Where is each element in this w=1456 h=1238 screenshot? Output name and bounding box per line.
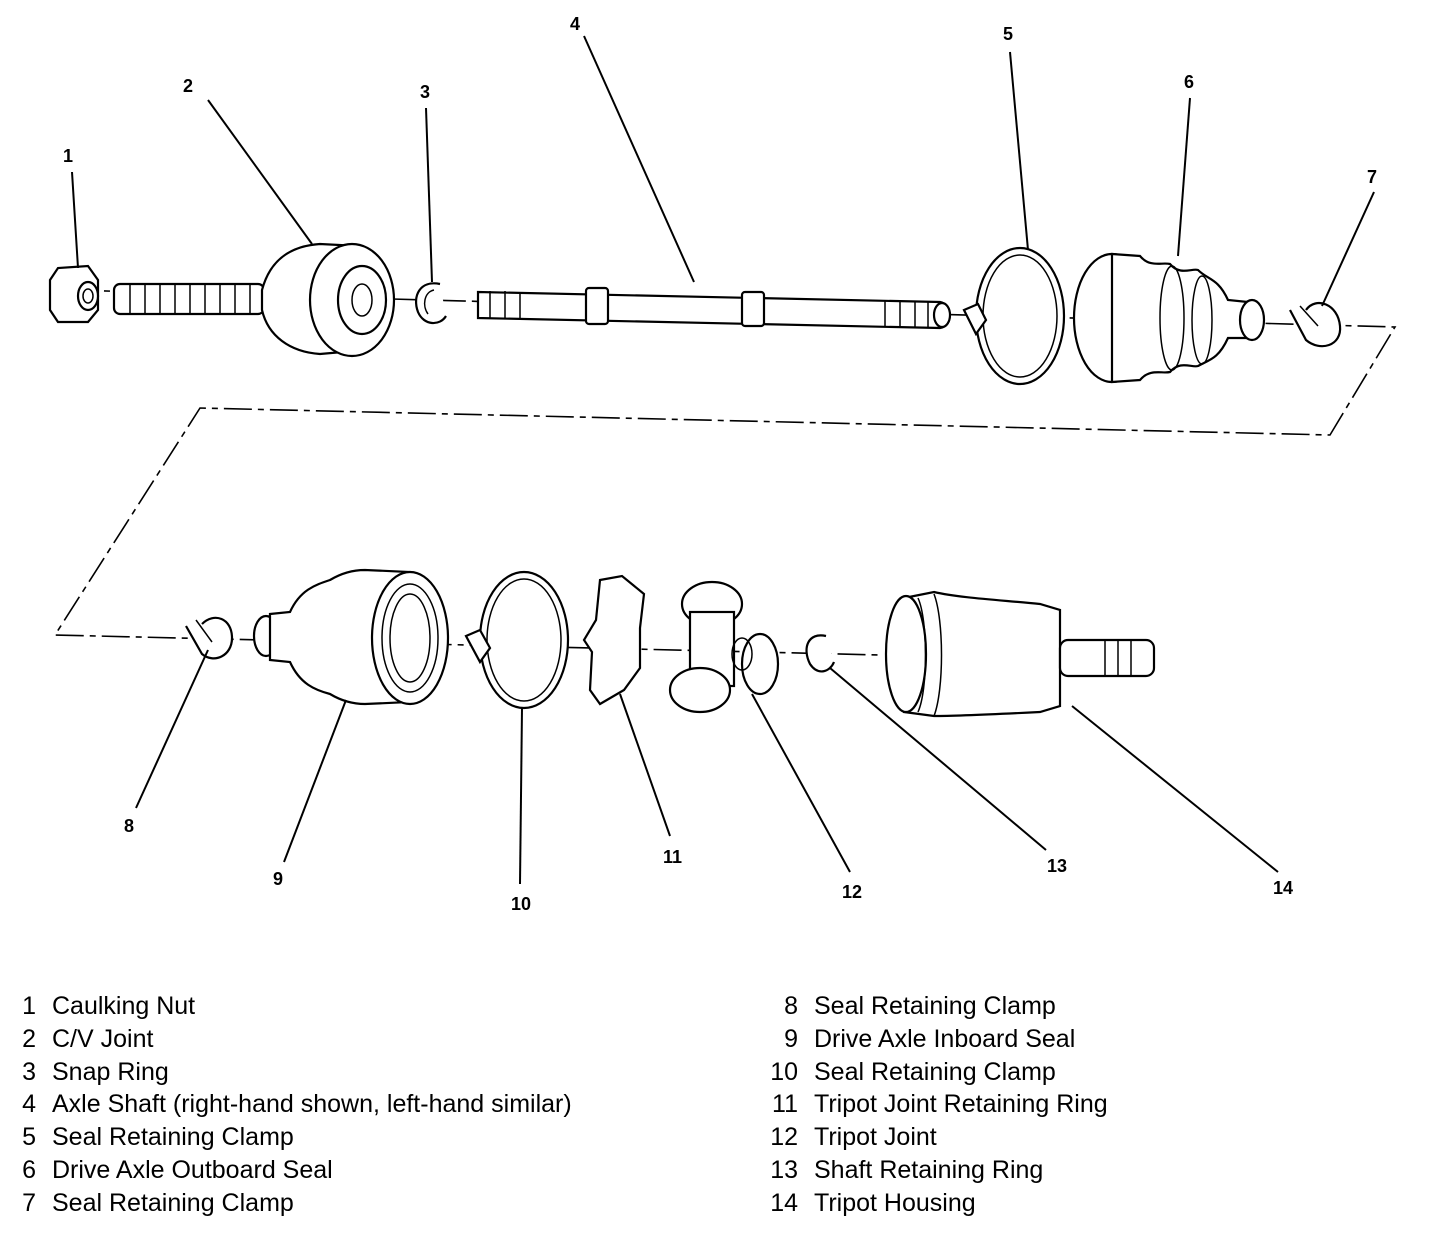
axle-shaft-part [476,286,952,330]
seal-retaining-clamp-part-5 [962,246,1066,386]
leader-4 [583,35,695,283]
callout-numbers: 1 2 3 4 5 6 7 8 9 10 11 12 13 14 [63,14,1377,914]
legend-item: 9 Drive Axle Inboard Seal [768,1023,1108,1056]
legend-item: 1 Caulking Nut [6,990,572,1023]
leader-5 [1009,51,1029,251]
leader-10 [519,707,523,885]
callout-12: 12 [842,882,862,902]
leader-8 [135,649,209,809]
legend-item: 10 Seal Retaining Clamp [768,1056,1108,1089]
legend-item: 7 Seal Retaining Clamp [6,1187,572,1220]
legend-item: 11 Tripot Joint Retaining Ring [768,1088,1108,1121]
leader-6 [1177,97,1191,257]
leader-11 [619,693,671,837]
legend-number: 7 [22,1188,36,1217]
snap-ring-part [414,282,447,325]
legend-number: 2 [22,1024,36,1053]
callout-3: 3 [420,82,430,102]
tripot-joint-part [668,580,780,714]
callout-4: 4 [570,14,580,34]
legend-item: 2 C/V Joint [6,1023,572,1056]
outboard-seal-part [1072,252,1266,384]
legend-label: Axle Shaft (right-hand shown, left-hand … [52,1090,572,1119]
seal-retaining-clamp-part-8 [185,616,234,660]
tripot-retaining-ring-part [582,574,646,706]
legend-label: Snap Ring [52,1057,169,1086]
callout-11: 11 [663,847,682,867]
legend-label: Caulking Nut [52,992,196,1020]
legend-number: 9 [784,1024,798,1053]
legend-label: Seal Retaining Clamp [814,1057,1056,1086]
callout-6: 6 [1184,72,1194,92]
leader-9 [283,699,347,863]
leader-14 [1071,705,1279,873]
legend-label: Tripot Joint Retaining Ring [814,1090,1108,1119]
exploded-axle-diagram: 1 2 3 4 5 6 7 8 9 10 11 12 13 14 [48,14,1397,914]
legend-item: 12 Tripot Joint [768,1121,1108,1154]
legend-label: Seal Retaining Clamp [52,1123,294,1152]
leader-1 [71,171,79,269]
leader-3 [425,107,433,283]
legend-label: Seal Retaining Clamp [52,1188,294,1217]
callout-8: 8 [124,816,134,836]
callout-7: 7 [1367,167,1377,187]
legend-item: 6 Drive Axle Outboard Seal [6,1154,572,1187]
tripot-housing-part [884,590,1156,718]
leader-lines [71,35,1375,885]
legend-item: 8 Seal Retaining Clamp [768,990,1108,1023]
legend-label: Drive Axle Outboard Seal [52,1155,333,1184]
callout-1: 1 [63,146,73,166]
seal-retaining-clamp-part-7 [1289,302,1342,348]
legend-label: Shaft Retaining Ring [814,1155,1044,1184]
legend-number: 14 [770,1188,798,1217]
legend-number: 11 [772,1090,798,1119]
legend-label: Tripot Joint [814,1123,937,1152]
callout-5: 5 [1003,24,1013,44]
legend-number: 8 [784,992,798,1020]
leader-13 [829,667,1047,851]
legend-label: Drive Axle Inboard Seal [814,1024,1076,1053]
legend-number: 12 [770,1123,798,1152]
legend-number: 3 [22,1057,36,1086]
leader-7 [1321,191,1375,307]
legend-number: 5 [22,1123,36,1152]
legend-item: 3 Snap Ring [6,1056,572,1089]
leader-12 [751,693,851,873]
callout-9: 9 [273,869,283,889]
callout-10: 10 [511,894,531,914]
inboard-seal-part [252,568,450,706]
legend-item: 13 Shaft Retaining Ring [768,1154,1108,1187]
cv-joint-part [112,242,396,358]
legend-number: 1 [22,992,36,1020]
legend-item: 4 Axle Shaft (right-hand shown, left-hand… [6,1088,572,1121]
shaft-retaining-ring-part [805,634,836,673]
legend-number: 4 [22,1090,36,1119]
legend-item: 14 Tripot Housing [768,1187,1108,1220]
caulking-nut-part [48,264,100,324]
seal-retaining-clamp-part-10 [464,570,570,710]
leader-2 [207,99,313,245]
legend-label: C/V Joint [52,1024,154,1053]
legend-number: 6 [22,1155,36,1184]
legend-label: Seal Retaining Clamp [814,992,1056,1020]
legend-left-column: 1 Caulking Nut 2 C/V Joint 3 Snap Ring 4 Axl… [6,990,572,1220]
callout-14: 14 [1273,878,1293,898]
legend-number: 13 [770,1155,798,1184]
legend-label: Tripot Housing [814,1188,976,1217]
legend-item: 5 Seal Retaining Clamp [6,1121,572,1154]
callout-13: 13 [1047,856,1067,876]
callout-2: 2 [183,76,193,96]
legend-number: 10 [770,1057,798,1086]
